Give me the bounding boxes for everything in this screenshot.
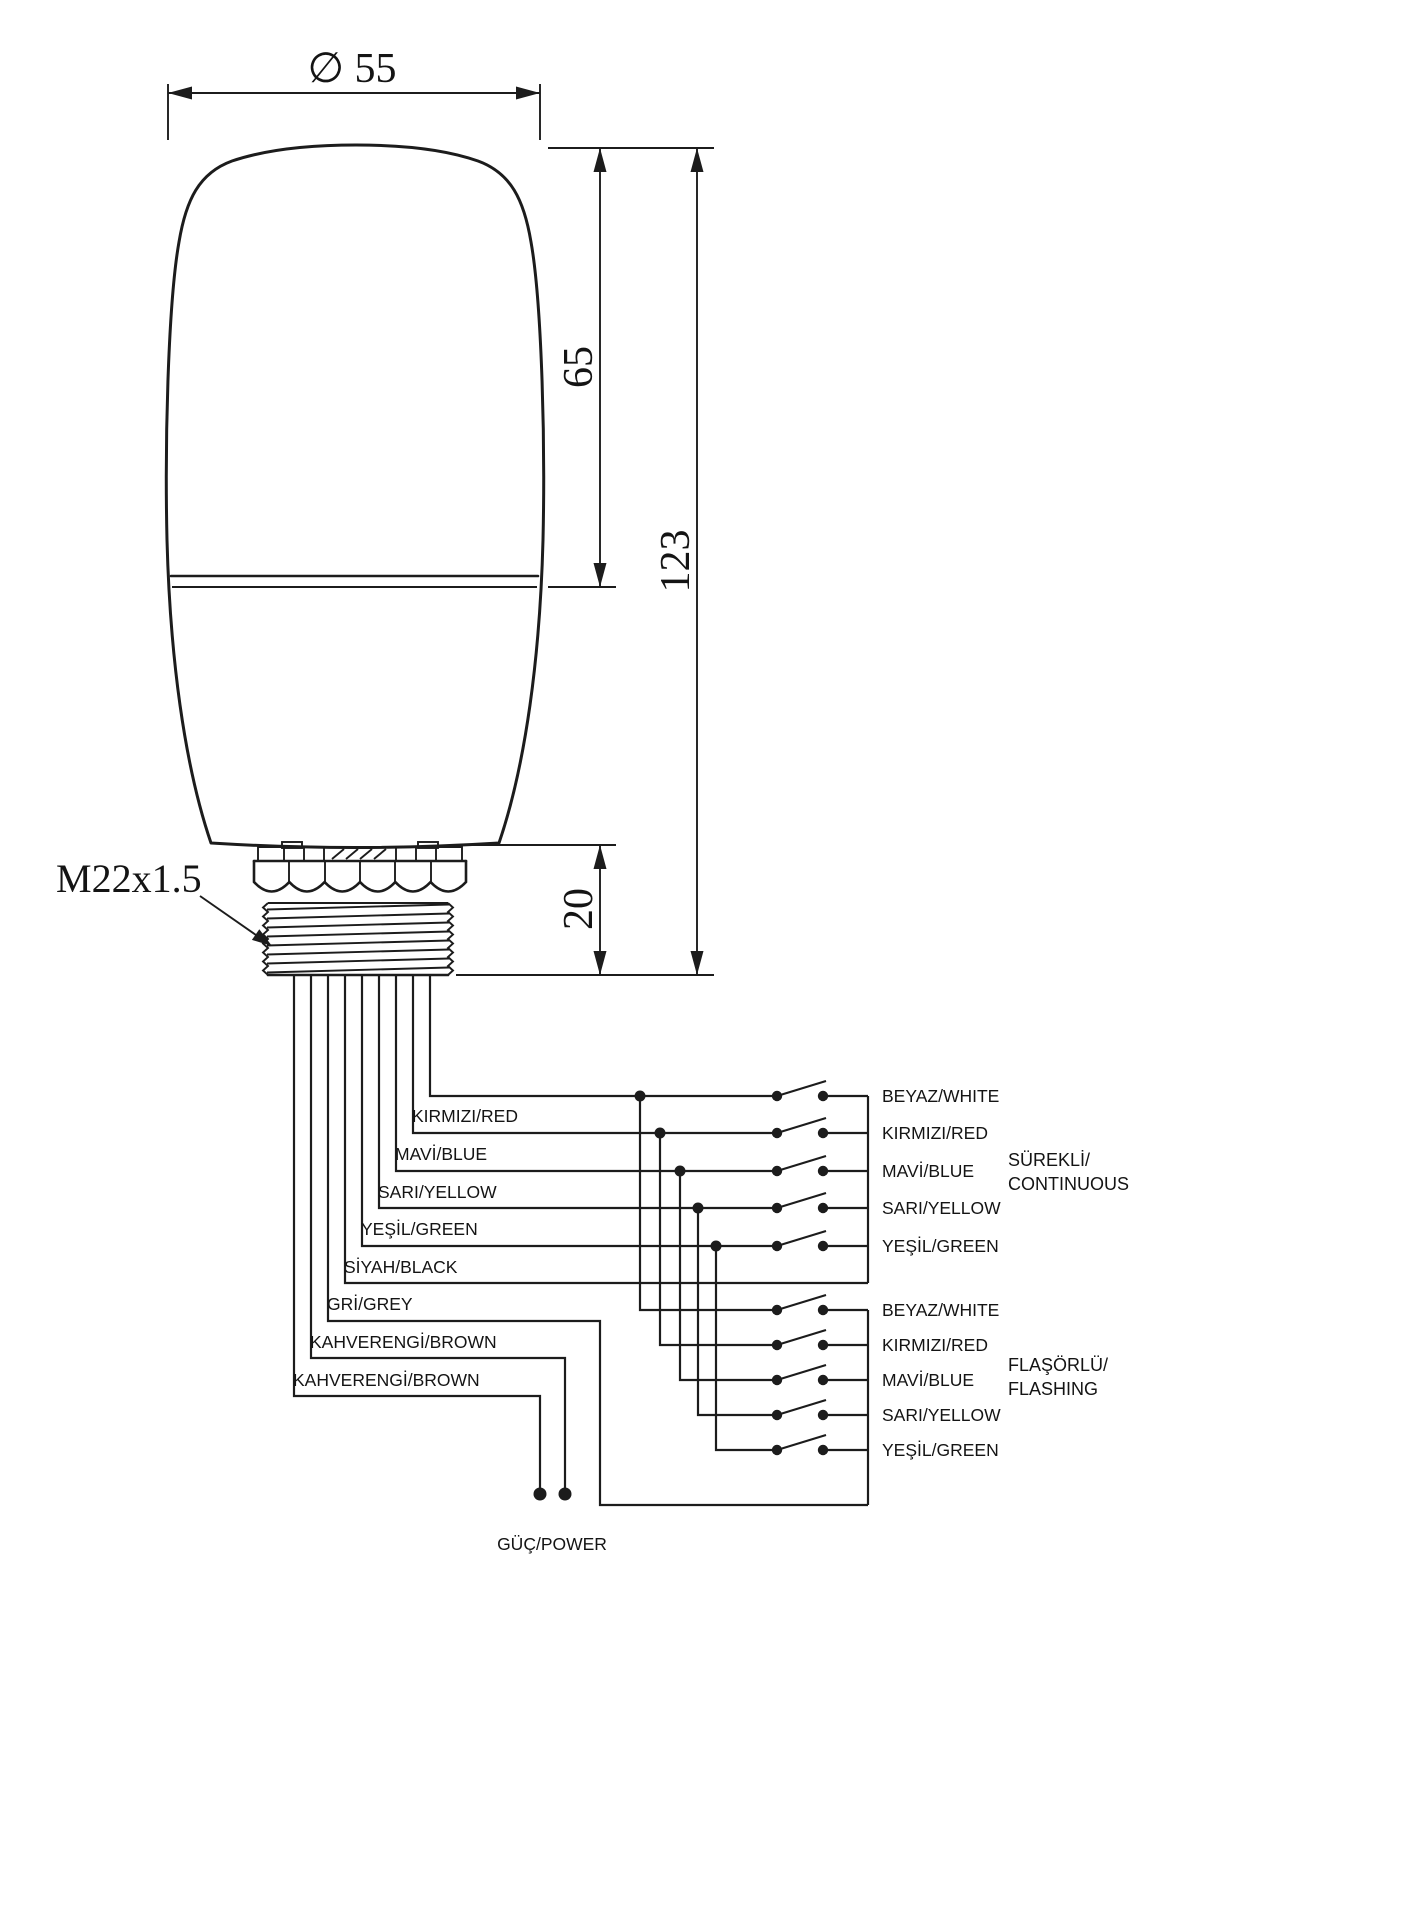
switch-continuous-red: KIRMIZI/RED	[771, 1116, 988, 1143]
thread	[261, 902, 455, 977]
wire-brown-2	[292, 975, 542, 1489]
wire-brown-1	[309, 975, 567, 1489]
dimensions: ∅ 55 65 123 20 M22x1.5	[56, 46, 714, 976]
clip-left	[281, 841, 303, 849]
svg-text:BEYAZ/WHITE: BEYAZ/WHITE	[882, 1300, 999, 1320]
tap-lines	[634, 1090, 777, 1452]
arrow-right-icon	[516, 86, 540, 100]
arrow-left-icon	[168, 86, 192, 100]
mounting-ring	[257, 846, 463, 861]
svg-text:YEŞİL/GREEN: YEŞİL/GREEN	[882, 1236, 999, 1256]
diameter-value: ∅ 55	[307, 46, 396, 92]
total-height-value: 123	[653, 530, 699, 593]
switch-flashing-red: KIRMIZI/RED	[771, 1328, 988, 1355]
junction-dot	[654, 1127, 666, 1139]
svg-text:YEŞİL/GREEN: YEŞİL/GREEN	[882, 1440, 999, 1460]
beacon-drawing	[164, 143, 546, 977]
dimension-123: 123	[653, 148, 704, 975]
power-dot-right	[558, 1487, 572, 1501]
dimension-65: 65	[556, 148, 607, 587]
thread-spec-value: M22x1.5	[56, 856, 202, 901]
svg-text:KIRMIZI/RED: KIRMIZI/RED	[882, 1335, 988, 1355]
svg-text:SARI/YELLOW: SARI/YELLOW	[882, 1405, 1001, 1425]
junction-dot	[634, 1090, 646, 1102]
continuous-group-label-line1: SÜREKLİ/	[1008, 1150, 1090, 1170]
power-label: GÜÇ/POWER	[497, 1534, 607, 1554]
dimension-diameter: ∅ 55	[167, 46, 541, 140]
beacon-body	[164, 143, 546, 849]
power-terminals: GÜÇ/POWER	[497, 1487, 607, 1554]
continuous-bank: BEYAZ/WHITE KIRMIZI/RED MAVİ/BLUE SARI/Y…	[771, 1079, 1129, 1256]
junction-dot	[710, 1240, 722, 1252]
wire-label-red: KIRMIZI/RED	[412, 1106, 518, 1126]
switch-continuous-yellow: SARI/YELLOW	[771, 1191, 1001, 1218]
wire-grey	[326, 975, 868, 1507]
thread-spec-label: M22x1.5	[56, 856, 272, 946]
wire-label-brown-2: KAHVERENGİ/BROWN	[293, 1370, 480, 1390]
clip-right	[417, 841, 439, 849]
flashing-bank: BEYAZ/WHITE KIRMIZI/RED MAVİ/BLUE SARI/Y…	[771, 1293, 1108, 1460]
wire-white	[428, 975, 777, 1098]
wire-blue	[394, 975, 777, 1173]
wire-yellow	[377, 975, 777, 1210]
junction-dot	[692, 1202, 704, 1214]
svg-text:BEYAZ/WHITE: BEYAZ/WHITE	[882, 1086, 999, 1106]
flashing-group-label-line2: FLASHING	[1008, 1379, 1098, 1399]
wiring-diagram: KIRMIZI/RED MAVİ/BLUE SARI/YELLOW YEŞİL/…	[292, 975, 1129, 1554]
svg-text:KIRMIZI/RED: KIRMIZI/RED	[882, 1123, 988, 1143]
svg-text:MAVİ/BLUE: MAVİ/BLUE	[882, 1370, 974, 1390]
wire-label-brown-1: KAHVERENGİ/BROWN	[310, 1332, 497, 1352]
switch-flashing-white: BEYAZ/WHITE	[771, 1293, 999, 1320]
switch-continuous-blue: MAVİ/BLUE	[771, 1154, 974, 1181]
thread-height-value: 20	[556, 888, 602, 930]
flashing-group-label-line1: FLAŞÖRLÜ/	[1008, 1355, 1108, 1375]
wire-label-black: SİYAH/BLACK	[344, 1257, 458, 1277]
wire-label-green: YEŞİL/GREEN	[361, 1219, 478, 1239]
wire-label-grey: GRİ/GREY	[327, 1294, 413, 1314]
dimension-20: 20	[556, 845, 607, 975]
junction-dot	[674, 1165, 686, 1177]
wire-black	[343, 975, 868, 1285]
svg-text:SARI/YELLOW: SARI/YELLOW	[882, 1198, 1001, 1218]
wire-green	[360, 975, 777, 1248]
switch-continuous-green: YEŞİL/GREEN	[771, 1229, 999, 1256]
switch-flashing-green: YEŞİL/GREEN	[771, 1433, 999, 1460]
gland-nut	[252, 859, 468, 893]
wire-label-yellow: SARI/YELLOW	[378, 1182, 497, 1202]
wire-label-blue: MAVİ/BLUE	[395, 1144, 487, 1164]
switch-continuous-white: BEYAZ/WHITE	[771, 1079, 999, 1106]
leader-arrow-icon	[251, 929, 272, 946]
upper-height-value: 65	[556, 346, 602, 388]
power-dot-left	[533, 1487, 547, 1501]
switch-flashing-blue: MAVİ/BLUE	[771, 1363, 974, 1390]
svg-text:MAVİ/BLUE: MAVİ/BLUE	[882, 1161, 974, 1181]
switch-flashing-yellow: SARI/YELLOW	[771, 1398, 1001, 1425]
continuous-group-label-line2: CONTINUOUS	[1008, 1174, 1129, 1194]
